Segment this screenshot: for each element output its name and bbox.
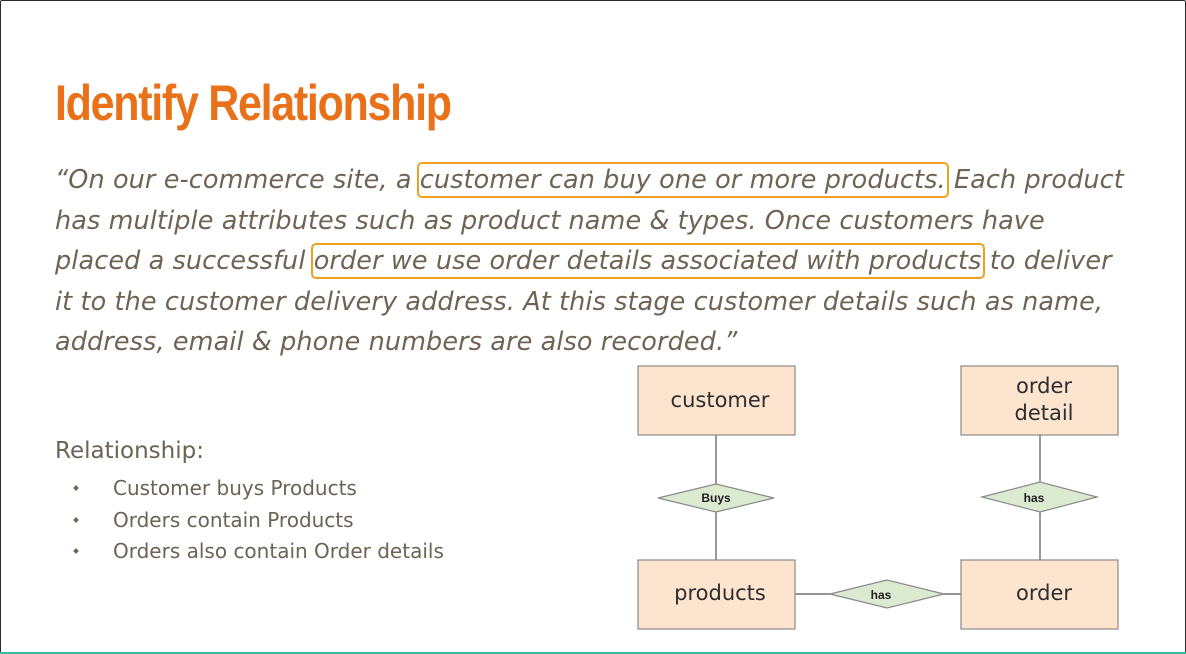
quote-line-3: placed a successful order we use order d…	[55, 241, 1165, 282]
relationship-list: Customer buys Products Orders contain Pr…	[70, 475, 444, 570]
relation-has-order-detail	[979, 481, 1100, 513]
relationship-item: Customer buys Products	[70, 475, 444, 507]
relationship-item-label: Customer buys Products	[113, 476, 357, 500]
quote-line-1: “On our e-commerce site, a customer can …	[55, 160, 1165, 201]
entity-order-detail-label-2: detail	[1014, 401, 1073, 425]
quote-line-3-end: to deliver	[981, 246, 1112, 276]
relationship-item: Orders also contain Order details	[70, 538, 444, 570]
entity-order-label: order	[1016, 581, 1072, 605]
bottom-accent-line	[0, 652, 1186, 654]
entity-order-detail	[960, 365, 1119, 436]
quote-line-1-start: “On our e-commerce site, a	[55, 165, 420, 195]
highlight-customer-buys: customer can buy one or more products.	[416, 162, 949, 198]
entity-products	[637, 559, 796, 630]
relation-has-products-order	[829, 579, 945, 609]
quote-line-5: address, email & phone numbers are also …	[55, 327, 738, 357]
entity-customer	[637, 365, 796, 436]
entity-order	[960, 559, 1119, 630]
relationship-item: Orders contain Products	[70, 507, 444, 539]
relation-buys	[657, 483, 775, 513]
entity-order-detail-label-1: order	[1016, 374, 1072, 398]
quote-line-4: it to the customer delivery address. At …	[55, 286, 1104, 317]
relation-has-products-order-label: has	[871, 588, 892, 602]
scenario-quote: “On our e-commerce site, a customer can …	[55, 160, 1165, 363]
relationship-item-label: Orders contain Products	[113, 507, 354, 532]
relation-has-order-detail-label: has	[1024, 491, 1045, 505]
entity-customer-label: customer	[671, 388, 770, 412]
quote-line-1-end: Each product	[945, 165, 1124, 195]
relation-buys-label: Buys	[701, 491, 731, 505]
relationship-heading: Relationship:	[55, 438, 204, 464]
relationship-item-label: Orders also contain Order details	[113, 539, 444, 563]
quote-line-2: has multiple attributes such as product …	[55, 205, 1045, 236]
quote-line-3-start: placed a successful	[55, 246, 314, 276]
highlight-order-details: order we use order details associated wi…	[310, 243, 985, 279]
entity-products-label: products	[674, 581, 766, 605]
slide-title: Identify Relationship	[55, 75, 452, 131]
